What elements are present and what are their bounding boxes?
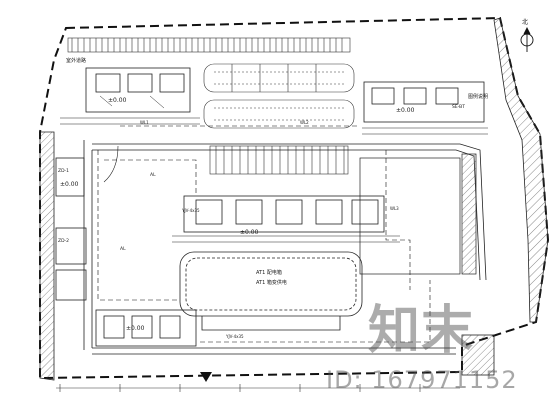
label-level-2: ±0.00 <box>240 229 259 236</box>
label-tag-f: WL1 <box>140 120 149 125</box>
label-tag-a: ZD-1 <box>58 168 69 174</box>
label-tag-j: YJV-4x35 <box>225 334 244 339</box>
label-top-left: 室外道路 <box>66 57 86 64</box>
label-pond-2: AT1 箱变供电 <box>256 279 287 286</box>
site-boundary <box>39 16 550 380</box>
north-arrow-icon <box>520 26 534 52</box>
watermark-logo: 知末 <box>368 301 475 361</box>
label-tag-e: SE-BT <box>452 104 465 110</box>
label-tag-g: WL2 <box>300 120 309 125</box>
plan-labels: 室外道路 图例说明 AT1 配电箱 AT1 箱变供电 ±0.00 ±0.00 ±… <box>58 18 528 339</box>
building-top-left <box>60 67 200 125</box>
north-label: 北 <box>522 18 528 26</box>
label-tag-b: ZD-2 <box>58 238 69 244</box>
hatched-edges <box>39 17 549 381</box>
building-left <box>55 157 197 347</box>
label-level-1: ±0.00 <box>60 181 79 188</box>
building-central <box>172 195 400 243</box>
label-tag-h: WL3 <box>390 206 399 211</box>
parking-top <box>67 37 351 53</box>
central-parking <box>203 63 355 175</box>
label-level-3: ±0.00 <box>126 325 145 332</box>
label-level-5: ±0.00 <box>396 107 415 114</box>
label-top-right: 图例说明 <box>468 93 488 100</box>
entrance-triangle-icon <box>200 372 212 382</box>
label-tag-c: AL <box>150 172 156 178</box>
label-pond-1: AT1 配电箱 <box>256 269 282 276</box>
right-plaza <box>359 153 477 275</box>
building-top-right <box>362 81 488 135</box>
watermark-id: ID: 167971152 <box>326 366 518 394</box>
label-tag-d: AL <box>120 246 126 252</box>
dimension-line <box>56 384 460 392</box>
label-tag-i: YJV-4x35 <box>181 208 200 213</box>
pond-loop <box>179 251 363 331</box>
label-level-4: ±0.00 <box>108 97 127 104</box>
road-network <box>83 140 487 355</box>
cable-runs <box>97 125 431 343</box>
